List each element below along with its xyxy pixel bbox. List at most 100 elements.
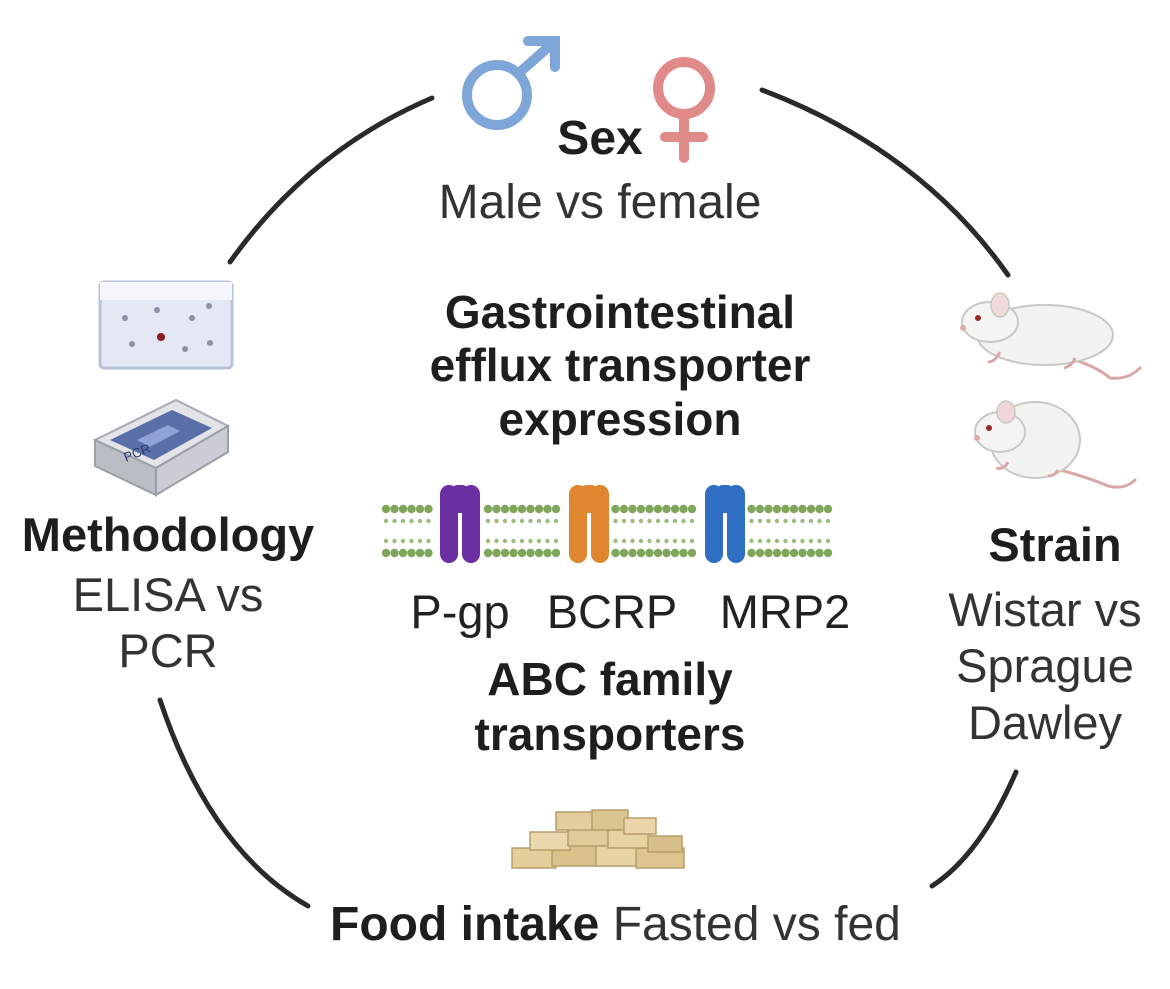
lipid-head	[800, 518, 805, 524]
strain-title: Strain	[988, 518, 1122, 571]
transporter-label-mrp2: MRP2	[719, 585, 851, 638]
lipid-head	[815, 548, 824, 558]
lipid-head	[681, 518, 686, 524]
lipid-head	[611, 504, 620, 514]
lipid-head	[636, 504, 646, 514]
lipid-head	[621, 538, 627, 544]
cycle-ring	[157, 87, 1019, 909]
lipid-head	[687, 504, 697, 514]
lipid-head	[681, 538, 686, 544]
lipid-head	[545, 518, 550, 524]
lipid-head	[645, 548, 654, 558]
pcr-machine-icon: PCR	[92, 398, 231, 497]
lipid-head	[536, 538, 542, 544]
lipid-head	[798, 548, 807, 558]
lipid-head	[500, 548, 510, 558]
lipid-head	[628, 548, 637, 558]
lipid-head	[800, 538, 805, 544]
lipid-head	[653, 548, 663, 558]
lipid-head	[791, 538, 797, 544]
lipid-head	[672, 538, 678, 544]
lipid-head	[381, 548, 391, 558]
sex-title: Sex	[557, 112, 643, 165]
sex-subtitle: Male vs female	[438, 176, 762, 229]
lipid-head	[647, 518, 652, 524]
lipid-head	[528, 538, 533, 544]
lipid-head	[390, 504, 399, 514]
lipid-head	[407, 548, 416, 558]
lipid-head	[755, 504, 765, 514]
lipid-head	[825, 538, 831, 544]
lipid-head	[613, 518, 618, 524]
pgp-transporter-icon	[440, 485, 480, 563]
lipid-head	[755, 548, 765, 558]
lipid-head	[689, 518, 695, 524]
lipid-head	[783, 538, 788, 544]
lipid-head	[672, 518, 678, 524]
abc-family-line: ABC family	[487, 653, 733, 705]
strain-lines: Wistar vs Sprague Dawley	[920, 582, 1170, 751]
lipid-head	[494, 538, 499, 544]
lipid-head	[806, 504, 816, 514]
lipid-head	[400, 518, 406, 524]
ring-arc-top-left	[227, 95, 435, 265]
lipid-head	[409, 518, 414, 524]
lipid-head	[766, 518, 771, 524]
ring-arc-bottom-right	[929, 769, 1019, 889]
lipid-head	[526, 548, 535, 558]
mrp2-transporter-icon	[705, 485, 745, 563]
lipid-head	[519, 538, 525, 544]
lipid-head	[528, 518, 533, 524]
lipid-head	[806, 548, 816, 558]
lipid-head	[553, 538, 559, 544]
petri-dish-icon	[98, 280, 234, 370]
female-symbol-icon	[653, 57, 715, 163]
lipid-head	[662, 504, 671, 514]
lipid-head	[398, 504, 408, 514]
lipid-head	[526, 504, 535, 514]
lipid-head	[687, 548, 697, 558]
lipid-head	[772, 504, 782, 514]
lipid-head	[483, 548, 493, 558]
lipid-head	[415, 548, 425, 558]
lipid-head	[647, 538, 652, 544]
abc-family-label: ABC family transporters	[410, 652, 810, 762]
lipid-head	[783, 518, 788, 524]
food-intake-label: Food intake Fasted vs fed	[250, 898, 1050, 952]
ring-arc-bottom-left	[157, 697, 311, 909]
lipid-head	[798, 504, 807, 514]
lipid-head	[664, 538, 669, 544]
lipid-head	[655, 518, 661, 524]
lipid-head	[679, 504, 688, 514]
methodology-title: Methodology	[21, 508, 315, 561]
lipid-head	[789, 548, 799, 558]
lipid-head	[417, 518, 423, 524]
lipid-head	[511, 518, 516, 524]
lipid-head	[492, 548, 501, 558]
lipid-head	[426, 538, 431, 544]
lipid-head	[772, 548, 782, 558]
lipid-head	[757, 538, 763, 544]
lipid-head	[426, 518, 431, 524]
lipid-head	[381, 504, 391, 514]
lipid-head	[789, 504, 799, 514]
lipid-head	[424, 548, 433, 558]
lipid-head	[766, 538, 771, 544]
lipid-head	[383, 538, 389, 544]
male-symbol-icon	[462, 36, 560, 130]
lipid-head	[817, 538, 822, 544]
lipid-head	[417, 538, 423, 544]
lipid-head	[757, 518, 763, 524]
lipid-head	[534, 504, 544, 514]
lipid-head	[517, 504, 527, 514]
lipid-head	[791, 518, 797, 524]
lipid-head	[492, 504, 501, 514]
transporter-label-bcrp: BCRP	[546, 585, 678, 638]
center-title-line: Gastrointestinal	[444, 286, 796, 338]
lipid-head	[485, 538, 491, 544]
lipid-head	[823, 548, 833, 558]
lipid-head	[511, 538, 516, 544]
lipid-head	[628, 504, 637, 514]
lipid-head	[409, 538, 414, 544]
